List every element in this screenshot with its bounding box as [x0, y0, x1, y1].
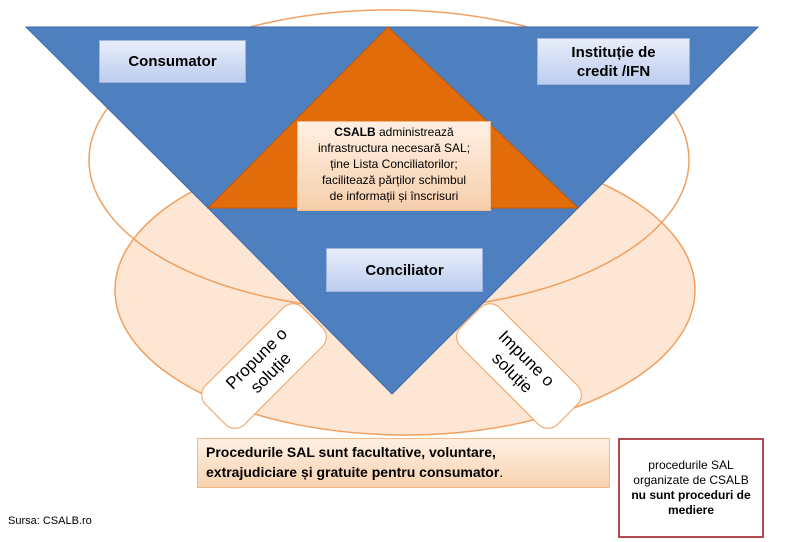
csalb-line1-rest: administrează	[375, 125, 454, 139]
note-line2: organizate de CSALB	[633, 473, 749, 487]
source-caption: Sursa: CSALB.ro	[8, 515, 92, 527]
note-line1: procedurile SAL	[648, 458, 734, 472]
institution-label: Instituție de credit /IFN	[537, 38, 690, 85]
csalb-bold-name: CSALB	[334, 125, 376, 139]
conciliator-label-text: Conciliator	[365, 261, 444, 279]
sal-procedures-line2: extrajudiciare și gratuite pentru consum…	[206, 464, 500, 480]
note-line3: nu sunt proceduri de	[631, 488, 751, 502]
institution-label-line1: Instituție de	[571, 43, 656, 61]
sal-procedures-line2-end: .	[499, 464, 504, 480]
csalb-line1: CSALB administrează	[302, 124, 486, 140]
consumer-label-text: Consumator	[128, 53, 217, 70]
sal-procedures-line2-wrap: extrajudiciare și gratuite pentru consum…	[206, 462, 601, 482]
sal-procedures-box: Procedurile SAL sunt facultative, volunt…	[197, 438, 610, 488]
csalb-line3: ține Lista Conciliatorilor;	[330, 157, 458, 171]
note-line4: mediere	[667, 503, 715, 517]
sal-procedures-line1: Procedurile SAL sunt facultative, volunt…	[206, 444, 496, 460]
conciliator-label: Conciliator	[326, 248, 483, 292]
csalb-line4: facilitează părților schimbul	[321, 173, 467, 187]
mediation-note-box: procedurile SAL organizate de CSALB nu s…	[618, 438, 764, 538]
institution-label-line2: credit /IFN	[576, 62, 651, 80]
csalb-line5: de informații și înscrisuri	[329, 189, 459, 203]
csalb-line2: infrastructura necesară SAL;	[317, 141, 471, 155]
consumer-label: Consumator	[99, 40, 246, 83]
csalb-description-box: CSALB administrează infrastructura neces…	[297, 121, 491, 211]
